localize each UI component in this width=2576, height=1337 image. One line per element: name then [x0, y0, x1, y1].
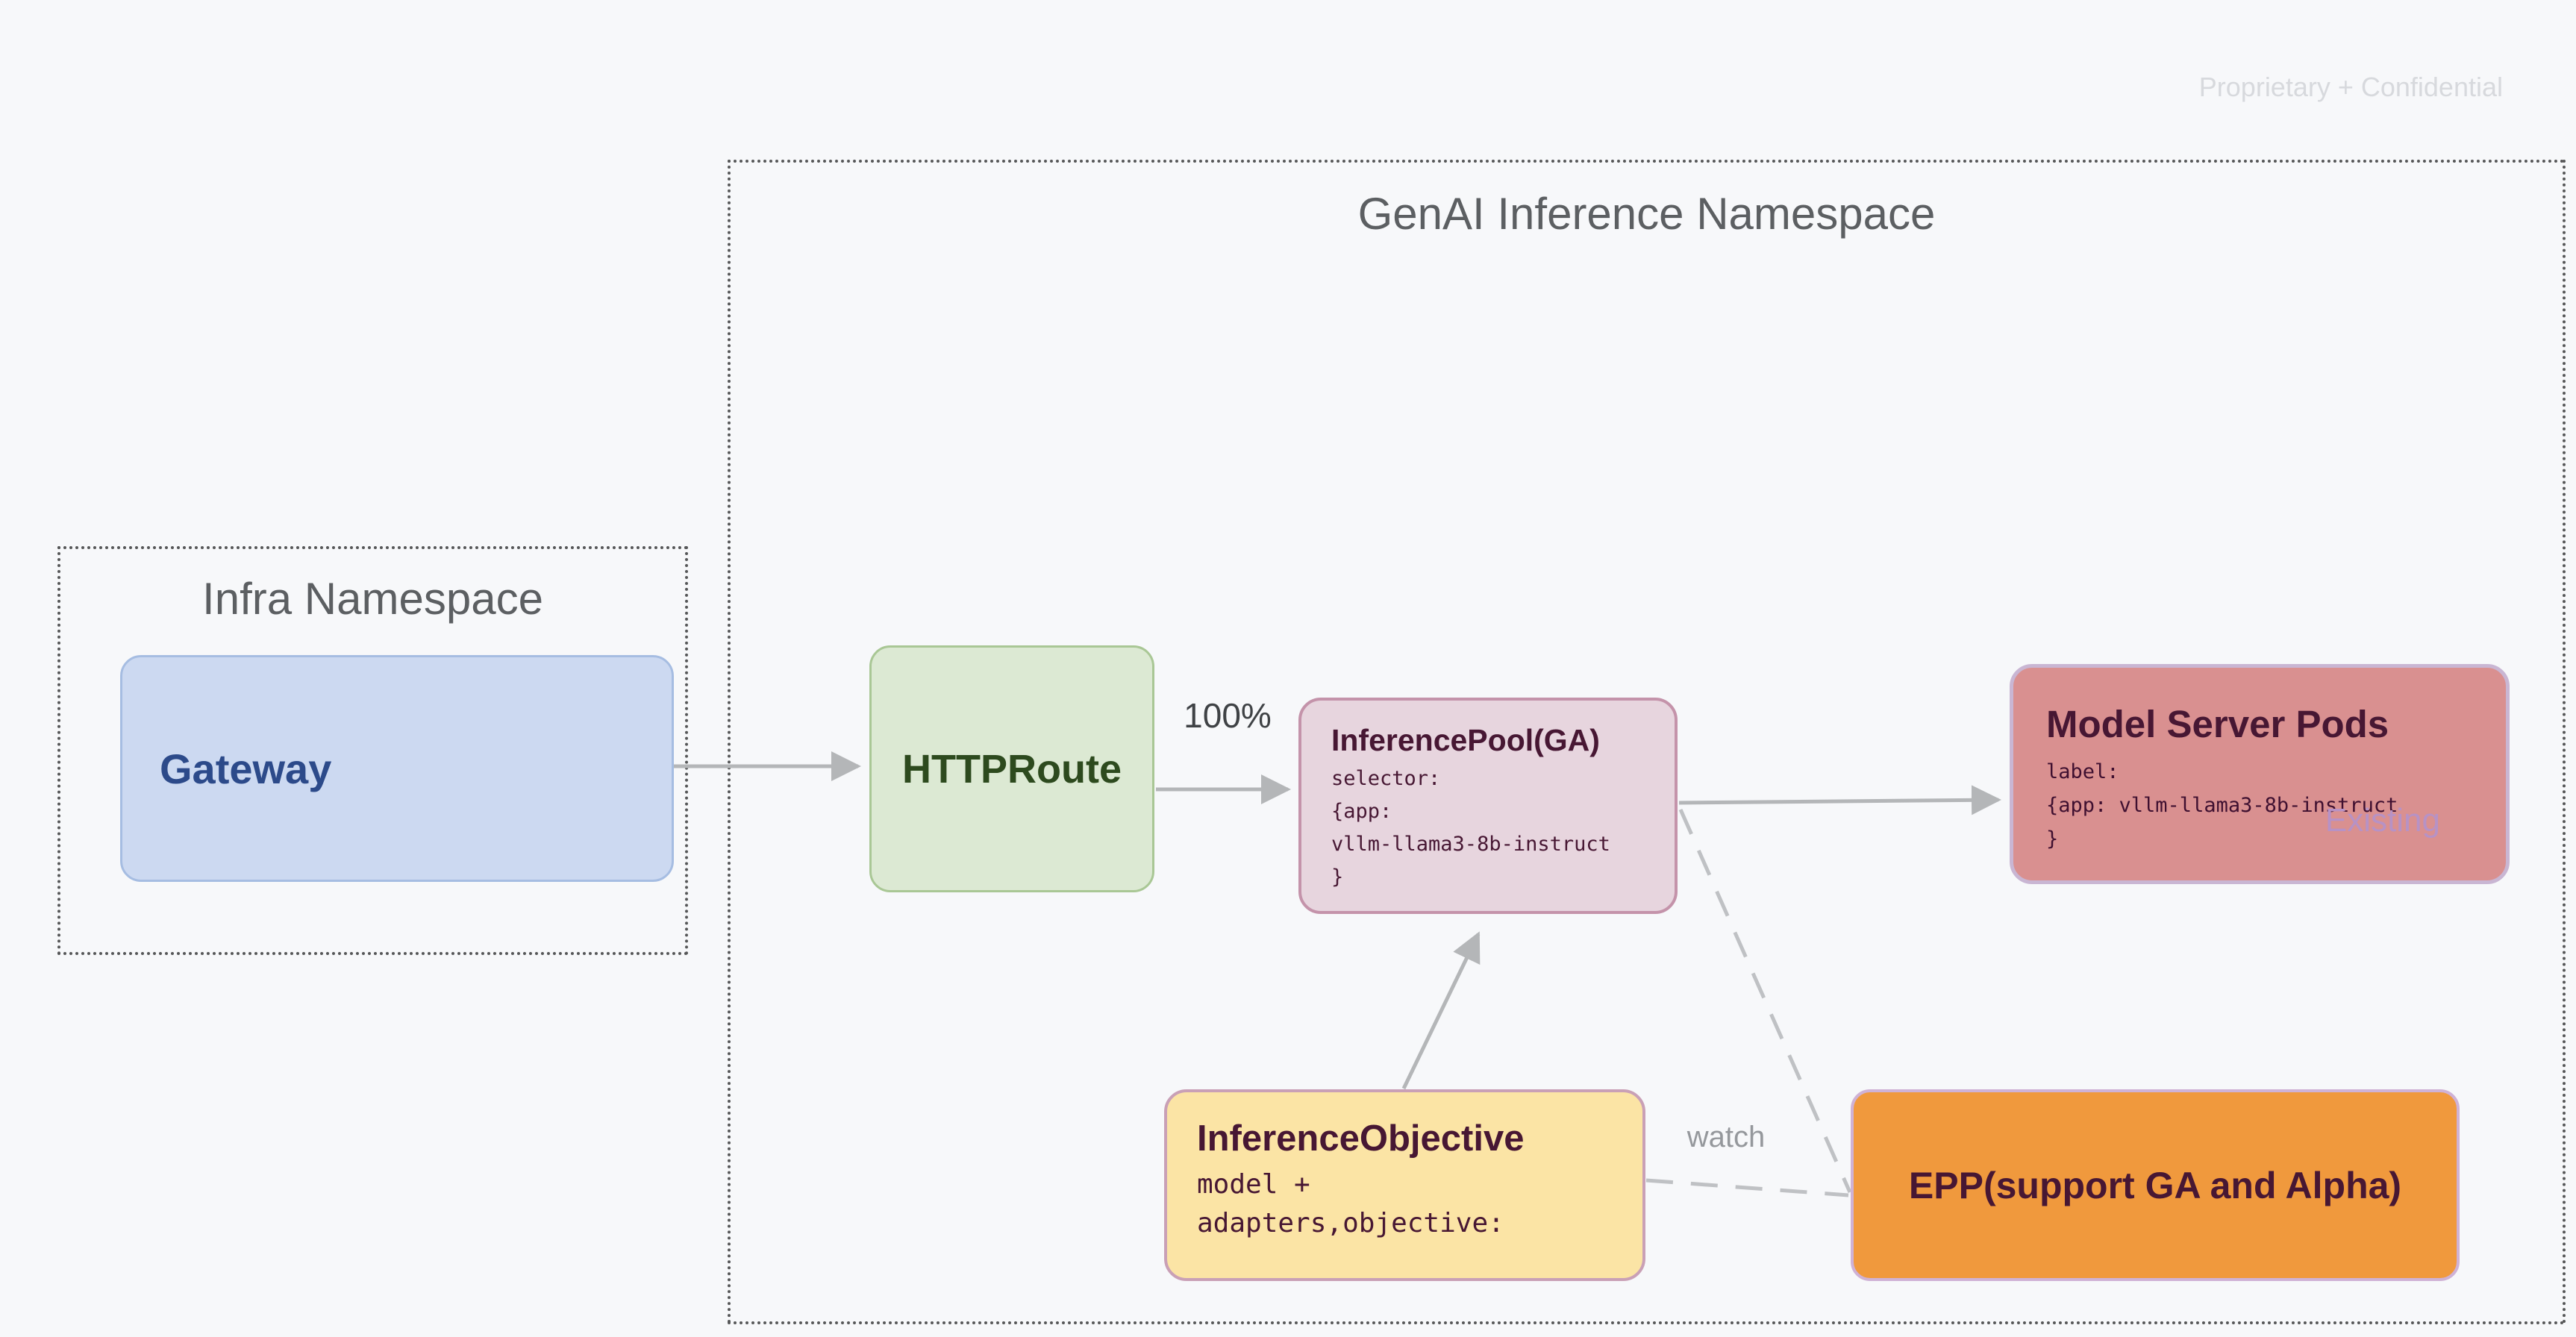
edge-inferenceobjective-to-inferencepool[interactable]	[1401, 931, 1481, 1090]
edge-inferencepool-to-epp-dashed[interactable]	[1678, 808, 1852, 1194]
model-server-pods-code-line: {app: vllm-llama3-8b-instruct	[2046, 794, 2398, 817]
inferenceobjective-code-line: model +	[1197, 1169, 1310, 1200]
inferencepool-code-line: }	[1331, 865, 1344, 889]
inferencepool-code-line: vllm-llama3-8b-instruct	[1331, 833, 1610, 856]
gateway-node-title: Gateway	[160, 745, 332, 792]
genai-namespace-box[interactable]	[728, 160, 2566, 1324]
edge-inferenceobjective-to-epp-dashed[interactable]	[1645, 1178, 1849, 1197]
inferenceobjective-code-line: adapters,objective:	[1197, 1208, 1504, 1239]
model-server-pods-node[interactable]: Model Server Pods label: {app: vllm-llam…	[2010, 664, 2510, 884]
existing-status-tag: Existing	[2325, 802, 2440, 839]
model-server-pods-code-line: }	[2046, 827, 2059, 851]
infra-namespace-title: Infra Namespace	[202, 574, 543, 624]
httproute-node[interactable]: HTTPRoute	[869, 645, 1154, 892]
edge-inferencepool-to-modelserverpods[interactable]	[1678, 785, 2001, 815]
inferenceobjective-node[interactable]: InferenceObjective model + adapters,obje…	[1164, 1089, 1645, 1281]
watch-label[interactable]: watch	[1686, 1121, 1766, 1153]
model-server-pods-code-line: label:	[2046, 760, 2119, 783]
inferenceobjective-node-title: InferenceObjective	[1197, 1118, 1525, 1159]
traffic-weight-label[interactable]: 100%	[1184, 696, 1272, 735]
inferencepool-code-line: selector:	[1331, 767, 1441, 790]
inferencepool-code-line: {app:	[1331, 800, 1392, 823]
httproute-node-title: HTTPRoute	[902, 746, 1122, 792]
gateway-node[interactable]: Gateway	[120, 655, 674, 882]
watermark: Proprietary + Confidential	[2198, 72, 2503, 102]
inferencepool-node[interactable]: InferencePool(GA) selector: {app: vllm-l…	[1298, 698, 1678, 914]
infra-namespace-box[interactable]	[57, 546, 688, 955]
epp-node[interactable]: EPP(support GA and Alpha)	[1851, 1089, 2460, 1281]
inferencepool-node-title: InferencePool(GA)	[1331, 723, 1600, 757]
model-server-pods-node-title: Model Server Pods	[2046, 703, 2389, 745]
genai-namespace-title: GenAI Inference Namespace	[1357, 189, 1936, 239]
epp-node-title: EPP(support GA and Alpha)	[1908, 1164, 2402, 1206]
